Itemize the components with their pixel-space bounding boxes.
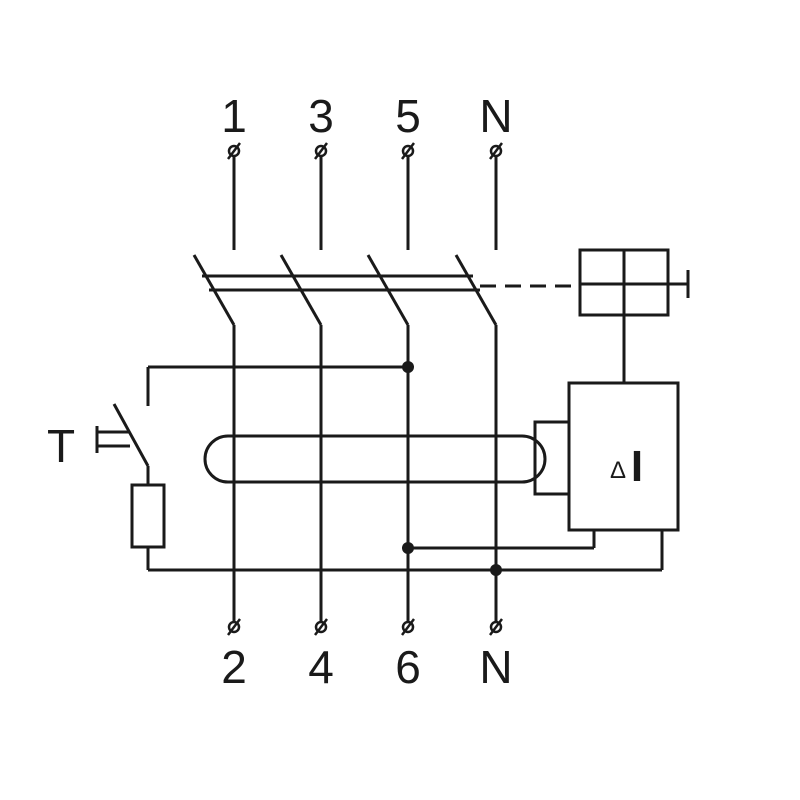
bottom-terminal-label-n: N: [479, 641, 512, 693]
junction-dot: [402, 542, 414, 554]
top-terminal-3: [314, 142, 328, 160]
test-resistor: [130, 483, 166, 549]
mechanical-linkage: [202, 274, 578, 292]
incoming-lines: [232, 157, 498, 250]
junction-dot: [490, 564, 502, 576]
bottom-terminal-label-6: 6: [395, 641, 421, 693]
transformer-secondary: [533, 420, 571, 496]
top-terminal-n: [489, 142, 503, 160]
top-terminal-label-1: 1: [221, 90, 247, 142]
residual-current-symbol: I: [631, 442, 643, 491]
top-terminal-label-3: 3: [308, 90, 334, 142]
test-button-label: T: [47, 420, 75, 472]
delta-symbol: Δ: [610, 457, 626, 484]
top-terminal-label-5: 5: [395, 90, 421, 142]
trip-latch-block: [578, 248, 690, 383]
bottom-terminal-symbols: [227, 618, 503, 636]
outgoing-lines: [232, 325, 498, 621]
current-transformer-core: [203, 434, 547, 484]
bottom-terminal-label-2: 2: [221, 641, 247, 693]
test-button: [95, 426, 130, 453]
junction-dots: [402, 361, 502, 576]
bottom-terminal-label-4: 4: [308, 641, 334, 693]
top-terminal-label-n: N: [479, 90, 512, 142]
test-circuit: [112, 365, 664, 572]
bottom-terminal-n: [489, 618, 503, 636]
top-terminal-1: [227, 142, 241, 160]
bottom-terminal-2: [227, 618, 241, 636]
residual-current-relay: [408, 381, 680, 550]
bottom-terminal-6: [401, 618, 415, 636]
junction-dot: [402, 361, 414, 373]
bottom-terminal-4: [314, 618, 328, 636]
top-terminal-symbols: [227, 142, 503, 160]
top-terminal-5: [401, 142, 415, 160]
